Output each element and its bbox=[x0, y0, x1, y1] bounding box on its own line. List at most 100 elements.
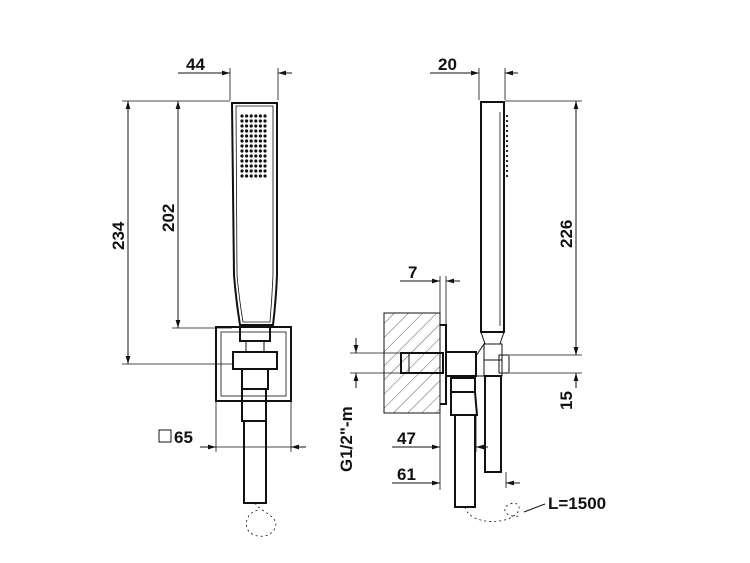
nozzle-dot bbox=[249, 129, 253, 133]
nozzle-dot bbox=[249, 144, 253, 148]
nozzle-dot bbox=[249, 149, 253, 153]
nozzle-dot bbox=[249, 154, 253, 158]
nozzle-dot bbox=[258, 119, 262, 123]
nozzle-dot bbox=[249, 114, 253, 118]
nozzle-dot bbox=[254, 144, 258, 148]
spray-nozzle-grid bbox=[240, 114, 267, 178]
nozzle-dot bbox=[245, 119, 249, 123]
square-symbol bbox=[158, 429, 172, 443]
front-plate-size-label: 65 bbox=[174, 428, 193, 447]
side-nozzle-dot bbox=[505, 174, 509, 178]
side-hose-left bbox=[454, 414, 476, 508]
nozzle-dot bbox=[245, 174, 249, 178]
nozzle-dot bbox=[240, 154, 244, 158]
nozzle-dot bbox=[263, 129, 267, 133]
nozzle-dot bbox=[249, 134, 253, 138]
nozzle-dot bbox=[263, 144, 267, 148]
nozzle-dot bbox=[263, 149, 267, 153]
side-nozzle-dot bbox=[505, 164, 509, 168]
front-hose-curve bbox=[245, 502, 277, 537]
nozzle-dot bbox=[254, 174, 258, 178]
nozzle-dot bbox=[254, 139, 258, 143]
nozzle-dot bbox=[258, 124, 262, 128]
nozzle-dot bbox=[263, 174, 267, 178]
side-nozzle-dot bbox=[505, 119, 509, 123]
side-holder-clip bbox=[498, 354, 510, 374]
nozzle-dot bbox=[258, 154, 262, 158]
side-nozzle-dot bbox=[505, 159, 509, 163]
nozzle-dot bbox=[258, 164, 262, 168]
nozzle-dot bbox=[245, 134, 249, 138]
nozzle-dot bbox=[258, 129, 262, 133]
front-holder-top bbox=[239, 326, 271, 342]
nozzle-dot bbox=[258, 159, 262, 163]
side-wall-connector bbox=[400, 352, 444, 374]
hose-length-label: L=1500 bbox=[548, 494, 606, 513]
nozzle-dot bbox=[245, 169, 249, 173]
side-projection-2-label: 61 bbox=[397, 465, 416, 484]
side-nozzle-dot bbox=[505, 129, 509, 133]
nozzle-dot bbox=[258, 134, 262, 138]
nozzle-dot bbox=[258, 114, 262, 118]
side-nozzle-dot bbox=[505, 144, 509, 148]
nozzle-dot bbox=[258, 139, 262, 143]
wall-section bbox=[383, 312, 441, 414]
side-hose-curve bbox=[464, 502, 521, 522]
side-nozzle-dot bbox=[505, 134, 509, 138]
side-nozzle-dot bbox=[505, 124, 509, 128]
front-holder-nut bbox=[241, 368, 269, 390]
nozzle-dot bbox=[263, 119, 267, 123]
nozzle-dot bbox=[263, 154, 267, 158]
nozzle-dot bbox=[254, 149, 258, 153]
side-nozzle-dot bbox=[505, 139, 509, 143]
side-thread-label: G1/2"-m bbox=[337, 406, 356, 472]
nozzle-dot bbox=[254, 114, 258, 118]
side-spray-dots bbox=[505, 114, 509, 178]
side-nozzle-dot bbox=[505, 114, 509, 118]
nozzle-dot bbox=[249, 139, 253, 143]
nozzle-dot bbox=[258, 149, 262, 153]
nozzle-dot bbox=[258, 169, 262, 173]
nozzle-dot bbox=[258, 144, 262, 148]
front-total-height-label: 234 bbox=[109, 221, 128, 250]
nozzle-dot bbox=[258, 174, 262, 178]
nozzle-dot bbox=[245, 114, 249, 118]
front-holder-body bbox=[232, 351, 278, 370]
nozzle-dot bbox=[240, 139, 244, 143]
nozzle-dot bbox=[263, 114, 267, 118]
nozzle-dot bbox=[254, 119, 258, 123]
nozzle-dot bbox=[249, 119, 253, 123]
side-nozzle-dot bbox=[505, 169, 509, 173]
side-connector-label: 15 bbox=[557, 391, 576, 410]
front-view: 44 234 202 65 bbox=[109, 55, 306, 537]
nozzle-dot bbox=[249, 164, 253, 168]
nozzle-dot bbox=[240, 124, 244, 128]
side-view: 20 226 15 7 G1/2"-m 47 61 bbox=[337, 55, 606, 522]
nozzle-dot bbox=[245, 164, 249, 168]
side-hose-right bbox=[484, 375, 502, 473]
nozzle-dot bbox=[240, 129, 244, 133]
nozzle-dot bbox=[245, 154, 249, 158]
nozzle-dot bbox=[245, 139, 249, 143]
nozzle-dot bbox=[249, 174, 253, 178]
nozzle-dot bbox=[240, 159, 244, 163]
nozzle-dot bbox=[240, 134, 244, 138]
nozzle-dot bbox=[263, 139, 267, 143]
nozzle-dot bbox=[240, 144, 244, 148]
side-handle bbox=[480, 101, 505, 333]
nozzle-dot bbox=[245, 149, 249, 153]
nozzle-dot bbox=[254, 134, 258, 138]
side-nozzle-dot bbox=[505, 154, 509, 158]
side-projection-1-label: 47 bbox=[397, 429, 416, 448]
nozzle-dot bbox=[263, 169, 267, 173]
nozzle-dot bbox=[254, 124, 258, 128]
nozzle-dot bbox=[245, 124, 249, 128]
side-holder-arm bbox=[475, 342, 485, 377]
side-holder bbox=[445, 351, 477, 377]
nozzle-dot bbox=[240, 174, 244, 178]
nozzle-dot bbox=[249, 169, 253, 173]
front-handle-height-label: 202 bbox=[159, 204, 178, 232]
nozzle-dot bbox=[240, 114, 244, 118]
nozzle-dot bbox=[249, 124, 253, 128]
